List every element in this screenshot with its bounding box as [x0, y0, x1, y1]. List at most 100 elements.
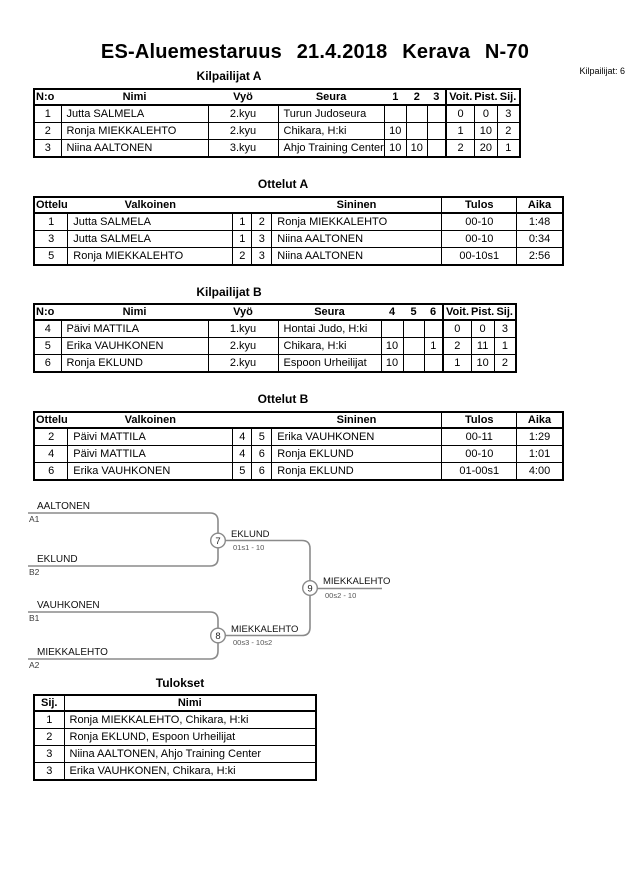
table-cell: 1 [423, 337, 444, 355]
col-header: Tulos [441, 412, 517, 429]
table-cell: Erika VAUHKONEN [67, 462, 234, 481]
match-9-circle [302, 579, 319, 596]
col-header: N:o [34, 304, 61, 321]
match-9-winner: MIEKKALEHTO [323, 576, 391, 587]
col-header [251, 412, 272, 429]
col-header: Voit. [445, 89, 475, 106]
bracket-entry-name: VAUHKONEN [37, 600, 100, 611]
table-cell: 0 [473, 104, 499, 123]
table-cell: 1 [232, 212, 253, 231]
table-cell: 2.kyu [207, 104, 279, 123]
table-cell: Ronja EKLUND, Espoon Urheilijat [63, 728, 317, 746]
col-header: Valkoinen [67, 412, 233, 429]
col-header: Sij. [34, 695, 64, 712]
col-header: 6 [424, 304, 443, 321]
table-cell [380, 319, 404, 338]
table-cell: 10 [405, 139, 428, 158]
table-cell [426, 139, 447, 158]
table-cell: Erika VAUHKONEN [271, 427, 443, 446]
table-cell: 2 [497, 122, 521, 140]
col-header: Voit. [442, 304, 471, 321]
col-header: Pist. [474, 89, 498, 106]
table-cell: 00-10 [441, 445, 518, 463]
elimination-bracket: 7 8 9 AALTONEN A1 EKLUND B2 VAUHKONEN B1… [28, 498, 408, 678]
table-cell: 1.kyu [207, 319, 279, 338]
table-header-row: N:o Nimi Vyö Seura 4 5 6 Voit. Pist. Sij… [34, 304, 517, 321]
table-cell: 10 [473, 122, 499, 140]
table-cell: Päivi MATTILA [67, 427, 234, 446]
table-cell: Päivi MATTILA [60, 319, 209, 338]
table-cell: 4 [232, 427, 253, 446]
col-header: Nimi [61, 89, 208, 106]
table-cell [405, 122, 428, 140]
table-cell: Erika VAUHKONEN, Chikara, H:ki [63, 762, 317, 781]
table-cell: Jutta SALMELA [67, 212, 234, 231]
bracket-entry-tag: B2 [29, 567, 40, 577]
table-cell: 2.kyu [207, 337, 279, 355]
table-cell: 20 [473, 139, 499, 158]
bracket-entry-tag: A2 [29, 660, 40, 670]
table-cell: 3.kyu [207, 139, 279, 158]
table-header-row: Ottelu Valkoinen Sininen Tulos Aika [34, 197, 563, 214]
table-cell [402, 354, 425, 373]
table-cell: Niina AALTONEN, Ahjo Training Center [63, 745, 317, 763]
table-cell: 0 [442, 319, 472, 338]
table-cell: 3 [33, 745, 65, 763]
col-header [232, 412, 252, 429]
table-cell: 10 [380, 354, 404, 373]
table-cell [402, 337, 425, 355]
table-cell: 4 [33, 319, 62, 338]
table-cell: Ronja MIEKKALEHTO [271, 212, 443, 231]
table-cell: Chikara, H:ki [277, 122, 385, 140]
table-cell: 6 [251, 445, 273, 463]
col-header: 3 [427, 89, 447, 106]
col-header: Pist. [471, 304, 495, 321]
col-header: Nimi [63, 695, 316, 712]
table-cell: Turun Judoseura [277, 104, 385, 123]
table-cell: Ronja EKLUND [60, 354, 209, 373]
table-header-row: Ottelu Valkoinen Sininen Tulos Aika [34, 412, 563, 429]
col-header: 5 [403, 304, 424, 321]
table-cell: 2 [232, 247, 253, 266]
table-cell [426, 122, 447, 140]
table-cell: 00-10s1 [441, 247, 518, 266]
table-cell: 6 [251, 462, 273, 481]
table-cell: Jutta SALMELA [67, 230, 234, 248]
table-cell: 1 [497, 139, 521, 158]
table-cell: Ronja EKLUND [271, 462, 443, 481]
table-cell: 3 [493, 319, 517, 338]
col-header: Vyö [208, 89, 278, 106]
table-cell [405, 104, 428, 123]
table-cell: 0 [445, 104, 475, 123]
col-header [232, 197, 252, 214]
table-cell: 2:56 [516, 247, 564, 266]
table-cell: 01-00s1 [441, 462, 518, 481]
match-7-circle [209, 532, 226, 549]
col-header: 4 [381, 304, 403, 321]
table-cell: 11 [470, 337, 495, 355]
col-header: N:o [34, 89, 61, 106]
table-cell: Ronja EKLUND [271, 445, 443, 463]
table-cell: 1:48 [516, 212, 564, 231]
table-cell: 5 [33, 247, 69, 266]
table-cell: 4:00 [516, 462, 564, 481]
section-title-kilpailijat-a: Kilpailijat A [196, 69, 262, 83]
table-cell: 2.kyu [207, 122, 279, 140]
table-kilpailijat-b: N:o Nimi Vyö Seura 4 5 6 Voit. Pist. Sij… [33, 303, 518, 373]
table-cell: Päivi MATTILA [67, 445, 234, 463]
table-cell: 2 [251, 212, 273, 231]
col-header: Tulos [441, 197, 517, 214]
table-cell: 4 [33, 445, 69, 463]
match-7-score: 01s1 - 10 [233, 543, 265, 552]
table-cell: 3 [33, 230, 69, 248]
